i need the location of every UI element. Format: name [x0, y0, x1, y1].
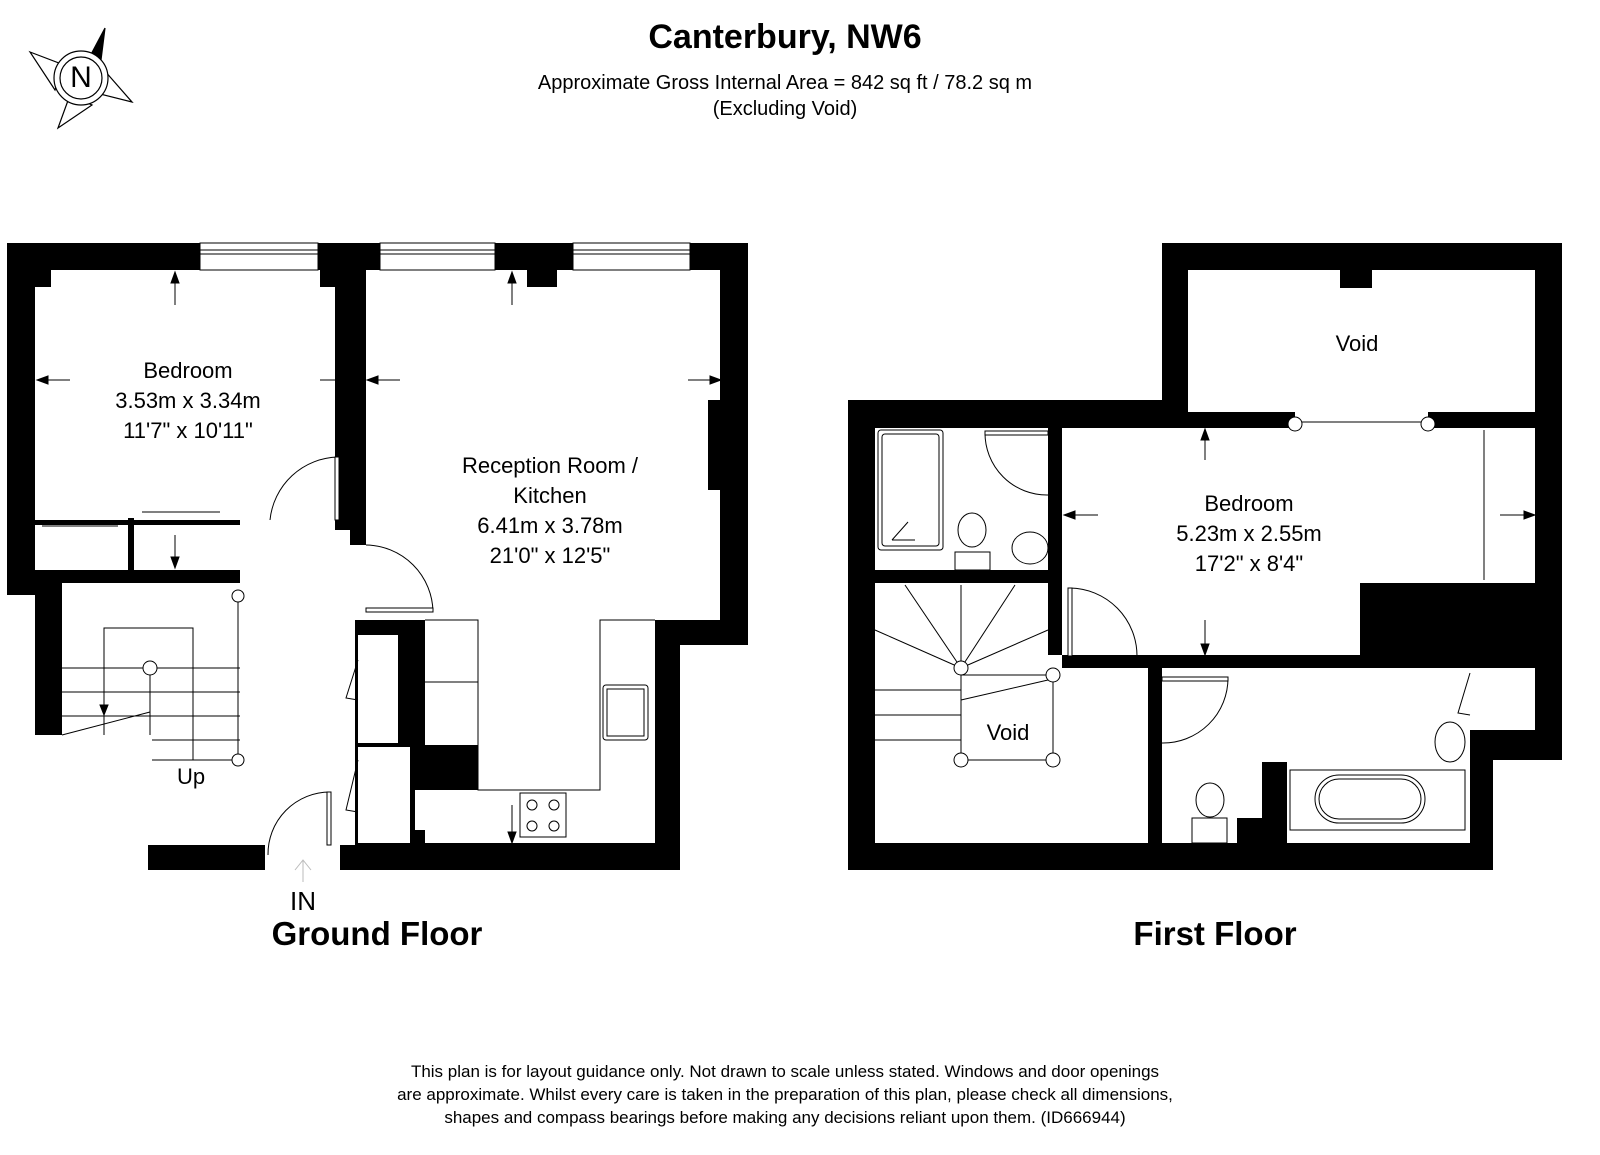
entrance-label: IN	[290, 886, 316, 916]
disclaimer-line: shapes and compass bearings before makin…	[444, 1108, 1126, 1127]
staircase-ground	[61, 589, 245, 767]
page-title: Canterbury, NW6	[648, 18, 922, 56]
room-bedroom-ground	[35, 270, 335, 520]
gross-internal-area: Approximate Gross Internal Area = 842 sq…	[537, 72, 1033, 94]
first-bedroom-label: Bedroom 5.23m x 2.55m 17'2" x 8'4"	[1176, 489, 1322, 579]
ground-bedroom-label: Bedroom 3.53m x 3.34m 11'7" x 10'11"	[115, 356, 261, 446]
room-name: Reception Room /	[461, 453, 639, 478]
room-imperial: 17'2" x 8'4"	[1194, 551, 1304, 576]
bathroom-fittings	[877, 429, 1466, 844]
disclaimer: This plan is for layout guidance only. N…	[397, 1060, 1173, 1129]
windows	[199, 242, 691, 271]
room-name: Bedroom	[143, 358, 233, 383]
ground-floor-label: Ground Floor	[271, 915, 483, 952]
doors	[267, 456, 434, 856]
first-floor-plan	[848, 243, 1562, 870]
dimension-arrows	[35, 270, 723, 845]
staircase-first	[874, 584, 1061, 768]
entrance-arrow-icon	[294, 859, 312, 882]
stairs-up-label: Up	[176, 764, 206, 789]
disclaimer-line: are approximate. Whilst every care is ta…	[397, 1085, 1173, 1104]
first-floor-label: First Floor	[1133, 915, 1297, 952]
compass-north-label: N	[70, 61, 92, 94]
room-imperial: 21'0" x 12'5"	[489, 543, 611, 568]
room-metric: 5.23m x 2.55m	[1176, 521, 1322, 546]
void-stairs-label: Void	[986, 720, 1030, 745]
doors-first	[984, 430, 1485, 744]
dimension-arrows-first	[1062, 427, 1537, 657]
room-metric: 3.53m x 3.34m	[115, 388, 261, 413]
room-bedroom-first	[1062, 428, 1535, 655]
landing	[875, 583, 1148, 843]
compass-icon	[28, 27, 134, 130]
disclaimer-line: This plan is for layout guidance only. N…	[410, 1062, 1160, 1081]
room-name-2: Kitchen	[513, 483, 587, 508]
wardrobe	[35, 525, 240, 570]
room-void-upper	[1188, 270, 1535, 412]
ground-floor-plan	[7, 242, 748, 882]
area-note: (Excluding Void)	[712, 98, 858, 120]
room-metric: 6.41m x 3.78m	[477, 513, 623, 538]
room-name: Bedroom	[1204, 491, 1294, 516]
reception-label: Reception Room / Kitchen 6.41m x 3.78m 2…	[462, 451, 638, 571]
room-imperial: 11'7" x 10'11"	[123, 418, 253, 443]
void-upper-label: Void	[1335, 331, 1379, 356]
